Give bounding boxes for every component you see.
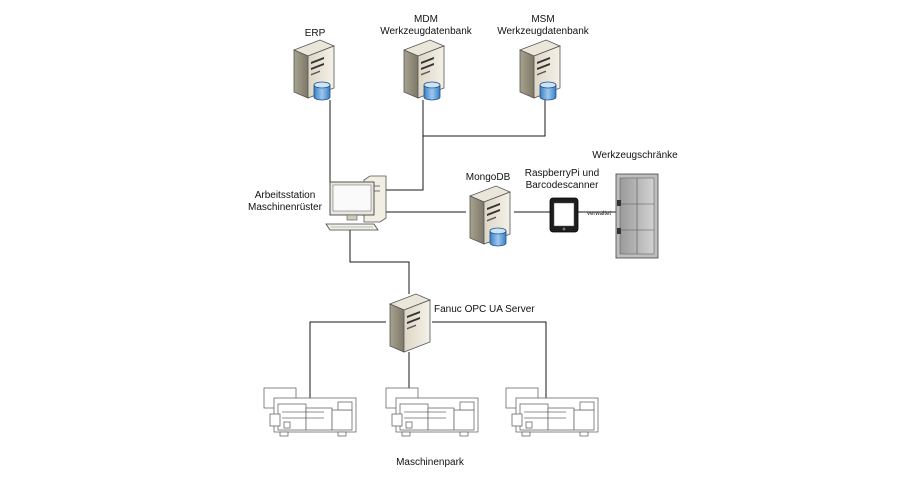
mdm-server [403, 39, 445, 101]
opc-ua-server [389, 293, 431, 353]
cabinets-label: Werkzeugschränke [592, 150, 678, 161]
raspberry-label: RaspberryPi und Barcodescanner [524, 168, 600, 191]
machine-park-label: Maschinenpark [396, 457, 464, 468]
mongodb-label: MongoDB [465, 172, 511, 183]
tool-cabinet [615, 173, 659, 259]
link-mdm-workstation [386, 100, 424, 191]
workstation-computer [325, 175, 387, 231]
workstation-label: Arbeitsstation Maschinenrüster [248, 190, 322, 213]
cnc-machine-center [385, 387, 479, 437]
link-opc-machine-right [432, 321, 547, 414]
raspberry-tablet [549, 197, 579, 233]
cnc-machine-right [505, 387, 599, 437]
link-msm-mdm [423, 100, 546, 137]
msm-server [519, 39, 561, 101]
erp-label: ERP [304, 28, 326, 39]
msm-label: MSM Werkzeugdatenbank [497, 14, 589, 37]
erp-server [293, 39, 335, 101]
edge-label-verwaltet: verwaltet [586, 211, 611, 217]
connection-lines [309, 100, 620, 414]
mongodb-server [469, 185, 511, 247]
link-workstation-opc [349, 228, 410, 294]
mdm-label: MDM Werkzeugdatenbank [380, 14, 472, 37]
opc-server-label: Fanuc OPC UA Server [434, 304, 535, 315]
link-opc-machine-left [309, 321, 386, 414]
